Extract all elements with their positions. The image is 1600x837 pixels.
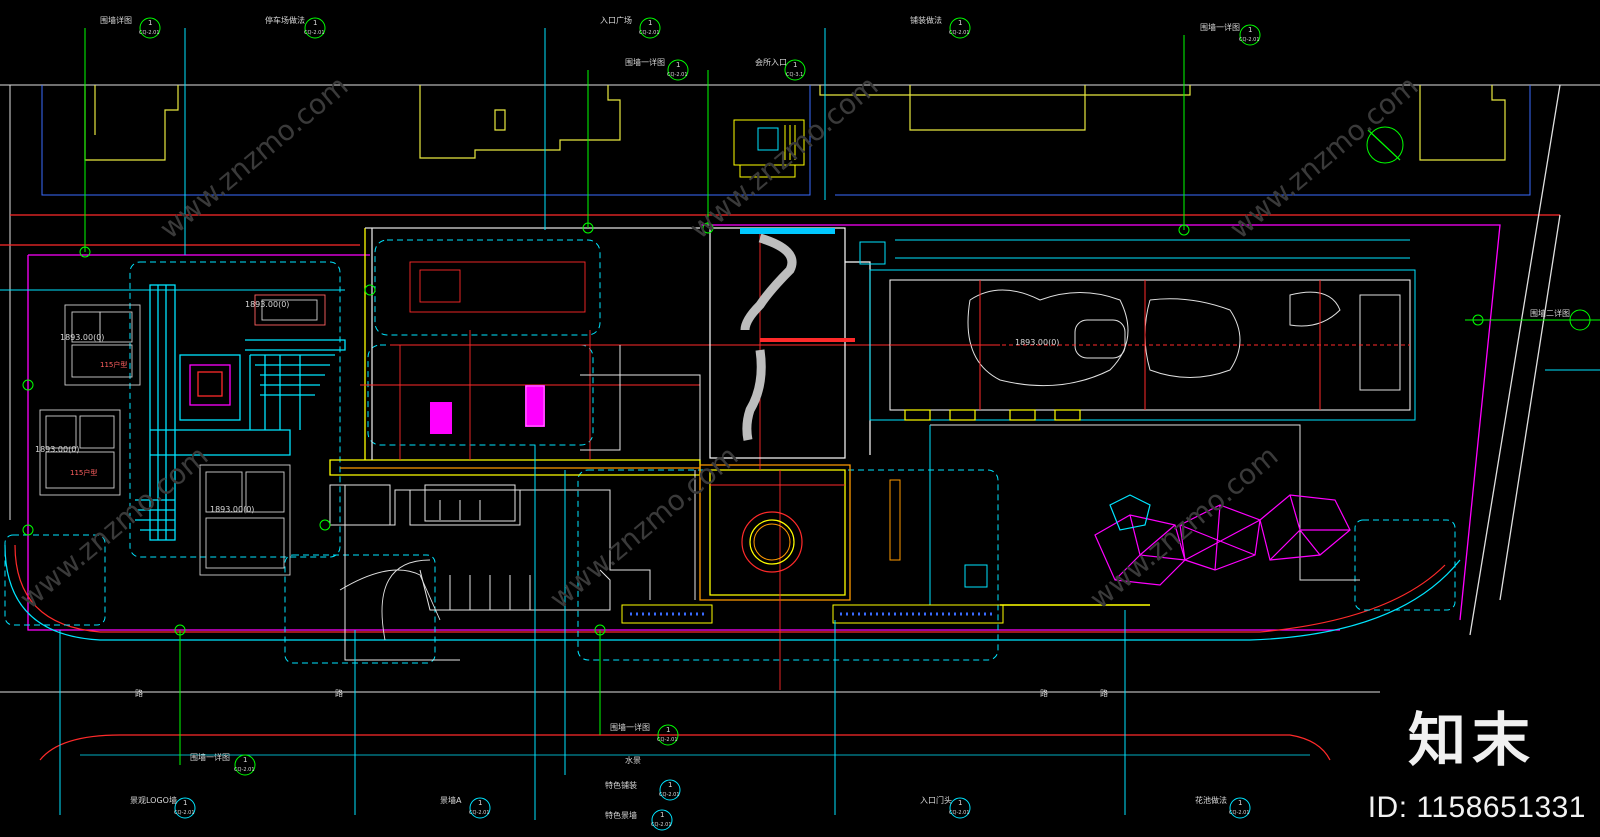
faceted-pavilions	[1094, 494, 1351, 586]
callout-ref-num: 1	[478, 799, 483, 807]
callout-ref-num: 1	[183, 799, 188, 807]
callout-ref-sheet: CQ-2.01	[949, 30, 970, 36]
callout-ref-sheet: CQ-2.01	[1239, 37, 1260, 43]
elevation-label: 1893.00(0)	[210, 505, 255, 514]
left-terrace-steps	[135, 284, 346, 541]
clubhouse-plan	[869, 239, 1416, 421]
callout-ref-num: 1	[666, 726, 671, 734]
callout-ref-sheet: CQ-2.01	[657, 737, 678, 743]
callout-ref-num: 1	[668, 781, 673, 789]
paving-strips	[621, 604, 1004, 624]
elevation-label: 1893.00(0)	[1015, 338, 1060, 347]
callout-ref-num: 1	[313, 19, 318, 27]
callout-ref-num: 1	[1238, 799, 1243, 807]
callout-ref-num: 1	[648, 19, 653, 27]
callout-ref-sheet: CQ-2.01	[1229, 810, 1250, 816]
elevation-label: 1893.00(0)	[245, 300, 290, 309]
znzmo-logo: 知末	[1408, 705, 1538, 775]
road-mark: 路	[135, 689, 143, 698]
callout-ref-sheet: CQ-2.01	[139, 30, 160, 36]
callout-ref-sheet: CQ-2.01	[659, 792, 680, 798]
callout-title: 入口门头	[920, 796, 952, 805]
callout-ref-num: 1	[243, 756, 248, 764]
callout-ref-num: 1	[793, 61, 798, 69]
callout-title: 围墙二详图	[1530, 309, 1570, 318]
image-id: ID: 1158651331	[1367, 791, 1586, 824]
callout-title: 围墙一详图	[610, 723, 650, 732]
callout-ref-num: 1	[660, 811, 665, 819]
callout-title: 铺装做法	[910, 16, 942, 25]
callout-title: 围墙一详图	[625, 58, 665, 67]
callout-ref-sheet: CQ-2.01	[469, 810, 490, 816]
callout-ref-sheet: CQ-2.01	[949, 810, 970, 816]
callout-title: 花池做法	[1195, 796, 1227, 805]
callout-ref-sheet: CQ-2.01	[234, 767, 255, 773]
callout-ref-sheet: CQ-2.01	[667, 72, 688, 78]
callout-title: 特色景墙	[605, 811, 637, 820]
callout-ref-num: 1	[958, 19, 963, 27]
callout-title: 景墙A	[440, 796, 462, 805]
callout-title: 会所入口	[755, 58, 787, 67]
callout-ref-sheet: CQ-2.01	[639, 30, 660, 36]
callout-title: 特色铺装	[605, 781, 637, 790]
callout-ref-sheet: CQ-2.01	[651, 822, 672, 828]
callout-title: 围墙详图	[100, 16, 132, 25]
residential-unit-plans	[39, 294, 326, 576]
road-mark: 路	[1040, 689, 1048, 698]
unit-type-label: 115户型	[70, 469, 98, 477]
entry-stair-core	[733, 119, 805, 178]
callout-ref-num: 1	[676, 61, 681, 69]
callout-title: 景观LOGO墙	[130, 796, 177, 805]
brand-text: 知末	[1408, 706, 1537, 774]
road-mark: 路	[335, 689, 343, 698]
elevation-label: 1893.00(0)	[35, 445, 80, 454]
unit-type-label: 115户型	[100, 361, 128, 369]
callout-title: 围墙一详图	[1200, 23, 1240, 32]
round-fountain	[741, 511, 803, 573]
callout-ref-sheet: CQ-2.01	[304, 30, 325, 36]
road-mark: 路	[1100, 689, 1108, 698]
callout-title: 围墙一详图	[190, 753, 230, 762]
callout-ref-sheet: CQ-2.01	[174, 810, 195, 816]
callout-ref-sheet: CQ-3.1	[786, 72, 804, 78]
callout-ref-num: 1	[958, 799, 963, 807]
magenta-water-boxes	[430, 385, 545, 434]
callout-title: 停车场做法	[265, 16, 305, 25]
elevation-label: 1893.00(0)	[60, 333, 105, 342]
callout-title: 水景	[625, 756, 641, 765]
callout-ref-num: 1	[148, 19, 153, 27]
callout-ref-num: 1	[1248, 26, 1253, 34]
callout-title: 入口广场	[600, 16, 632, 25]
